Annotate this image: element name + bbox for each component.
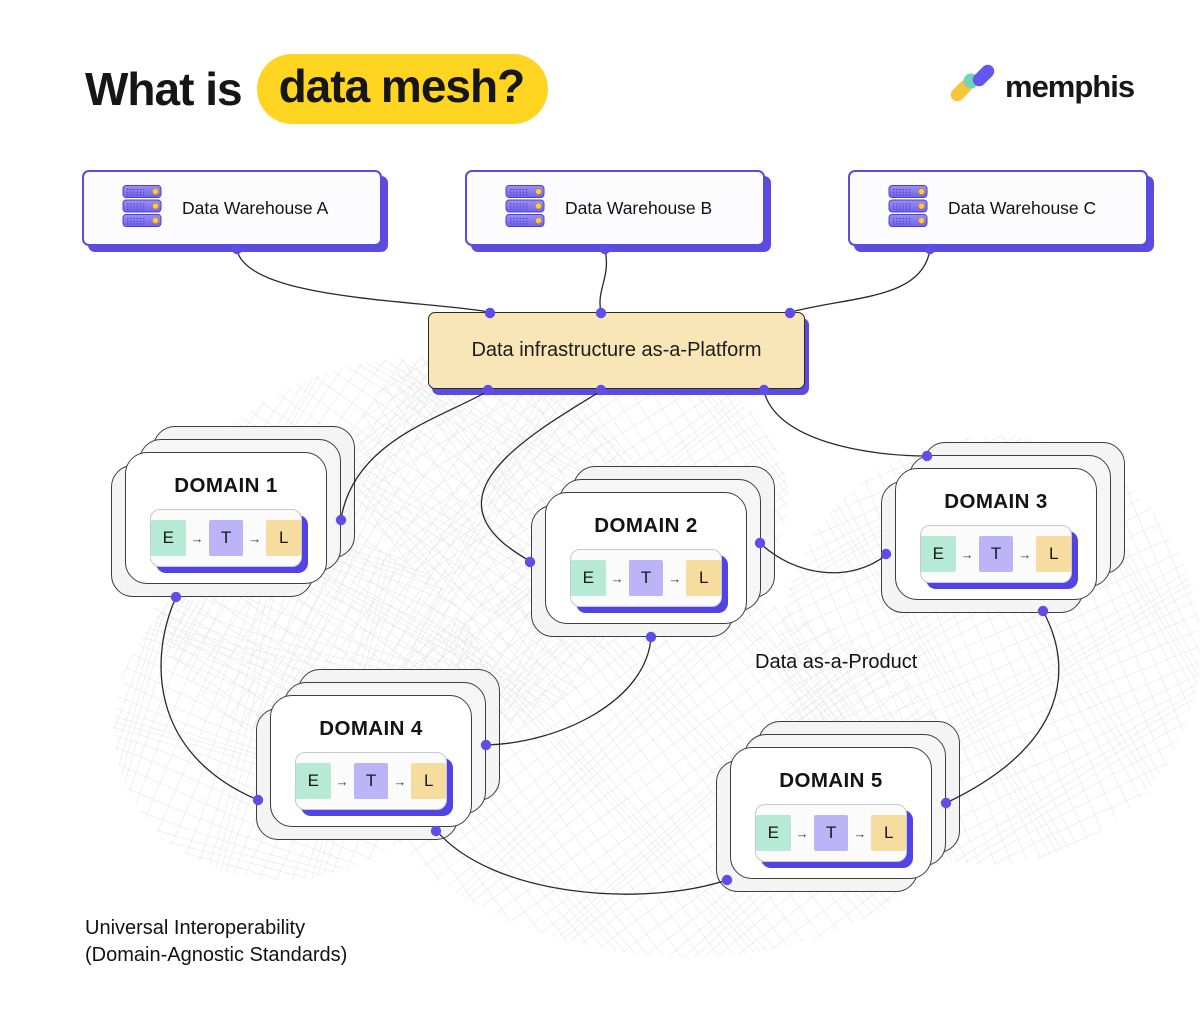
etl-load-badge: L [1036, 536, 1072, 572]
etl-extract-badge: E [296, 763, 331, 799]
domain-card-front: DOMAIN 4 E → T → L [270, 695, 472, 827]
etl-pipeline: E → T → L [570, 549, 722, 607]
arrow-right-icon: → [853, 825, 867, 841]
etl-load-badge: L [871, 815, 907, 851]
etl-pipeline: E → T → L [755, 804, 907, 862]
memphis-logo-icon [950, 62, 996, 111]
domain-5-stack: DOMAIN 5 E → T → L [716, 721, 960, 892]
etl-pipeline: E → T → L [150, 509, 302, 567]
universal-interoperability-line1: Universal Interoperability [85, 917, 306, 939]
domain-2-title: DOMAIN 2 [594, 514, 698, 537]
arrow-right-icon: → [610, 570, 624, 586]
etl-transform-badge: T [978, 536, 1014, 572]
title-highlight-pill: data mesh? [256, 54, 549, 124]
brand-logo: memphis [950, 62, 1135, 111]
arrow-right-icon: → [393, 773, 407, 789]
warehouse-a-label: Data Warehouse A [182, 197, 329, 218]
warehouse-c-box: Data Warehouse C [848, 170, 1148, 246]
etl-extract-badge: E [756, 815, 791, 851]
domain-card-front: DOMAIN 3 E → T → L [895, 468, 1097, 600]
domain-2-stack: DOMAIN 2 E → T → L [531, 466, 775, 637]
warehouse-a-box: Data Warehouse A [82, 170, 382, 246]
arrow-right-icon: → [1018, 546, 1032, 562]
platform-box: Data infrastructure as-a-Platform [428, 312, 805, 389]
etl-pipeline: E → T → L [920, 525, 1072, 583]
domain-1-title: DOMAIN 1 [174, 474, 278, 497]
etl-extract-badge: E [921, 536, 956, 572]
domain-card-front: DOMAIN 1 E → T → L [125, 452, 327, 584]
server-icon [502, 184, 548, 233]
arrow-right-icon: → [190, 530, 204, 546]
domain-4-stack: DOMAIN 4 E → T → L [256, 669, 500, 840]
domain-1-stack: DOMAIN 1 E → T → L [111, 426, 355, 597]
domain-card-front: DOMAIN 5 E → T → L [730, 747, 932, 879]
arrow-right-icon: → [248, 530, 262, 546]
domain-3-title: DOMAIN 3 [944, 490, 1048, 513]
title-highlight: data mesh? [278, 60, 526, 112]
title-prefix: What is [85, 63, 243, 115]
etl-transform-badge: T [628, 560, 664, 596]
data-as-a-product-label: Data as-a-Product [755, 651, 918, 673]
arrow-right-icon: → [668, 570, 682, 586]
etl-load-badge: L [411, 763, 447, 799]
domain-4-title: DOMAIN 4 [319, 717, 423, 740]
domain-3-stack: DOMAIN 3 E → T → L [881, 442, 1125, 613]
etl-extract-badge: E [151, 520, 186, 556]
warehouse-c-label: Data Warehouse C [948, 197, 1097, 218]
warehouse-b-label: Data Warehouse B [565, 197, 713, 218]
domain-5-title: DOMAIN 5 [779, 769, 883, 792]
arrow-right-icon: → [960, 546, 974, 562]
warehouse-b-box: Data Warehouse B [465, 170, 765, 246]
server-icon [119, 184, 165, 233]
etl-extract-badge: E [571, 560, 606, 596]
arrow-right-icon: → [795, 825, 809, 841]
universal-interoperability-label: Universal Interoperability (Domain-Agnos… [85, 915, 347, 968]
page-title: What is data mesh? [85, 54, 549, 124]
domain-card-front: DOMAIN 2 E → T → L [545, 492, 747, 624]
etl-load-badge: L [266, 520, 302, 556]
etl-transform-badge: T [353, 763, 389, 799]
universal-interoperability-line2: (Domain-Agnostic Standards) [85, 943, 348, 966]
etl-transform-badge: T [813, 815, 849, 851]
brand-name: memphis [1005, 68, 1135, 104]
etl-pipeline: E → T → L [295, 752, 447, 810]
etl-transform-badge: T [208, 520, 244, 556]
etl-load-badge: L [686, 560, 722, 596]
arrow-right-icon: → [335, 773, 349, 789]
platform-label: Data infrastructure as-a-Platform [471, 339, 762, 361]
server-icon [885, 184, 931, 233]
